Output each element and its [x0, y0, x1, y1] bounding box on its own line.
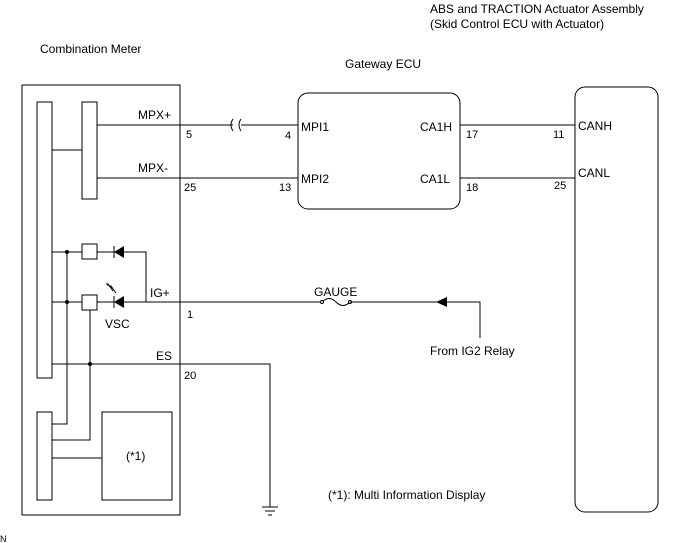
gauge-fuse-label: GAUGE	[314, 285, 357, 299]
led-ray-arrowheads	[106, 283, 112, 288]
meter-vertical-wire-b	[52, 310, 91, 441]
skid-pin-25: 25	[554, 180, 566, 192]
fuse-terminal	[320, 300, 324, 304]
skid-pin-11: 11	[553, 129, 564, 141]
meter-internal-bus-bar	[36, 101, 53, 379]
es-ground-wire	[52, 363, 271, 507]
diode-icon	[114, 246, 124, 258]
from-ig2-relay-label: From IG2 Relay	[430, 344, 515, 358]
mid-box-label: (*1)	[126, 449, 145, 463]
skid-ecu-label-line1: ABS and TRACTION Actuator Assembly	[430, 2, 644, 16]
vsc-label: VSC	[105, 317, 130, 331]
fuse-icon	[321, 298, 351, 306]
mpx-minus-label: MPX-	[138, 161, 168, 175]
meter-mpx-module	[81, 101, 98, 200]
meter-lower-module	[36, 411, 53, 501]
arrow-left-icon	[436, 297, 447, 307]
gw-pin-18: 18	[466, 182, 478, 194]
mpx-plus-label: MPX+	[138, 108, 171, 122]
combination-meter-label: Combination Meter	[40, 42, 141, 56]
ground-icon	[262, 506, 278, 516]
corner-mark: N	[0, 534, 7, 543]
gw-mpi1-label: MPI1	[301, 120, 329, 134]
wire-break-symbol	[230, 118, 242, 132]
meter-vertical-wire-a	[52, 252, 68, 425]
indicator-box-vsc	[81, 294, 98, 311]
gw-ca1l-label: CA1L	[420, 172, 450, 186]
gateway-ecu-box	[297, 92, 461, 210]
skid-canl-label: CANL	[578, 166, 610, 180]
meter-pin-1: 1	[187, 309, 193, 321]
es-label: ES	[156, 349, 172, 363]
skid-ecu-label-line2: (Skid Control ECU with Actuator)	[430, 17, 604, 31]
meter-pin-5: 5	[186, 129, 192, 141]
junction-dot	[65, 300, 69, 304]
meter-pin-25: 25	[184, 182, 196, 194]
junction-dot	[65, 250, 69, 254]
ig-plus-label: IG+	[150, 286, 170, 300]
gw-pin-17: 17	[466, 129, 478, 141]
footnote: (*1): Multi Information Display	[328, 488, 485, 502]
meter-pin-20: 20	[184, 370, 196, 382]
led-icon	[114, 296, 124, 308]
multi-information-display-box	[101, 411, 173, 501]
indicator-return-wire	[124, 251, 147, 302]
ig-plus-wire-right	[350, 301, 481, 338]
gw-pin-4: 4	[285, 130, 291, 142]
gw-pin-13: 13	[279, 182, 291, 194]
gw-mpi2-label: MPI2	[301, 172, 329, 186]
skid-canh-label: CANH	[578, 119, 612, 133]
gateway-ecu-label: Gateway ECU	[345, 57, 421, 71]
skid-ecu-box	[574, 86, 659, 513]
gw-ca1h-label: CA1H	[420, 120, 452, 134]
indicator-box-upper	[81, 243, 98, 260]
